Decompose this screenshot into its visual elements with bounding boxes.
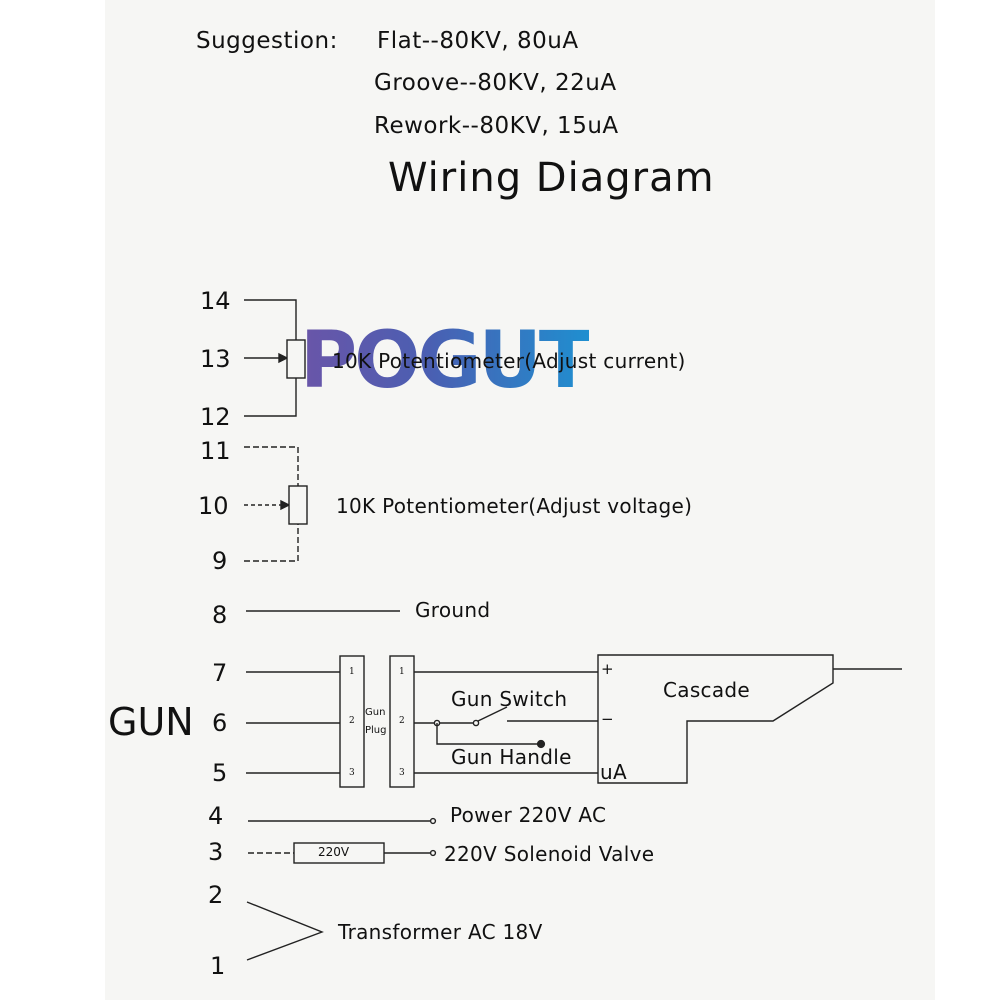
gun-label: GUN bbox=[108, 700, 194, 744]
pot2-resistor bbox=[288, 485, 308, 525]
terminal-14: 14 bbox=[200, 287, 231, 315]
terminal-2: 2 bbox=[208, 881, 224, 909]
pot2-wiper-arrow bbox=[280, 499, 291, 511]
power-label: Power 220V AC bbox=[450, 803, 607, 827]
gun-plug-label-2: Plug bbox=[365, 725, 387, 736]
plug-right-pin-3: 3 bbox=[399, 768, 405, 778]
transformer-wires bbox=[246, 901, 324, 961]
gun-plug-right-block bbox=[389, 655, 415, 788]
pot1-resistor bbox=[286, 339, 306, 379]
gun-plug-left-block bbox=[339, 655, 365, 788]
diagram-title: Wiring Diagram bbox=[388, 155, 715, 201]
terminal-8: 8 bbox=[212, 601, 228, 629]
plug-left-pin-3: 3 bbox=[349, 768, 355, 778]
pogut-logo: POGUT bbox=[300, 316, 592, 406]
terminal-11: 11 bbox=[200, 437, 231, 465]
transformer-label: Transformer AC 18V bbox=[338, 920, 543, 944]
pot-voltage-label: 10K Potentiometer(Adjust voltage) bbox=[336, 494, 693, 518]
power-terminal bbox=[429, 817, 437, 825]
suggestion-label: Suggestion: bbox=[196, 28, 338, 54]
solenoid-box-label: 220V bbox=[318, 845, 350, 859]
cascade-minus: − bbox=[601, 710, 614, 728]
cascade-label: Cascade bbox=[663, 678, 750, 702]
plug-left-pin-2: 2 bbox=[349, 716, 355, 726]
terminal-7: 7 bbox=[212, 659, 228, 687]
pot2-wire-9 bbox=[244, 524, 299, 562]
cascade-box bbox=[597, 654, 834, 784]
suggestion-flat: Flat--80KV, 80uA bbox=[377, 28, 579, 54]
cascade-ua: uA bbox=[600, 760, 627, 784]
cascade-plus: + bbox=[601, 660, 614, 678]
handle-wire bbox=[436, 723, 540, 745]
gun-switch-blade bbox=[477, 706, 508, 722]
ground-label: Ground bbox=[415, 598, 491, 622]
switch-contact-left bbox=[472, 719, 480, 727]
terminal-12: 12 bbox=[200, 403, 231, 431]
terminal-9: 9 bbox=[212, 547, 228, 575]
suggestion-groove: Groove--80KV, 22uA bbox=[374, 70, 617, 96]
terminal-10: 10 bbox=[198, 492, 229, 520]
gun-plug-label-1: Gun bbox=[365, 707, 386, 718]
pot1-wire-12 bbox=[244, 378, 297, 417]
solenoid-label: 220V Solenoid Valve bbox=[444, 842, 655, 866]
terminal-5: 5 bbox=[212, 759, 228, 787]
gun-switch-label: Gun Switch bbox=[451, 687, 568, 711]
paper-background bbox=[105, 0, 935, 1000]
gun-handle-contact bbox=[536, 739, 546, 749]
gun-handle-label: Gun Handle bbox=[451, 745, 572, 769]
terminal-6: 6 bbox=[212, 709, 228, 737]
pot2-wire-11 bbox=[244, 446, 299, 486]
solenoid-terminal bbox=[429, 849, 437, 857]
pot1-wire-14 bbox=[244, 299, 297, 340]
pot-current-label: 10K Potentiometer(Adjust current) bbox=[332, 349, 686, 373]
plug-right-pin-1: 1 bbox=[399, 667, 405, 677]
plug-right-pin-2: 2 bbox=[399, 716, 405, 726]
terminal-13: 13 bbox=[200, 345, 231, 373]
terminal-1: 1 bbox=[210, 952, 226, 980]
plug-left-pin-1: 1 bbox=[349, 667, 355, 677]
pot1-wiper-arrow bbox=[278, 352, 289, 364]
suggestion-rework: Rework--80KV, 15uA bbox=[374, 113, 619, 139]
terminal-3: 3 bbox=[208, 838, 224, 866]
terminal-4: 4 bbox=[208, 802, 224, 830]
